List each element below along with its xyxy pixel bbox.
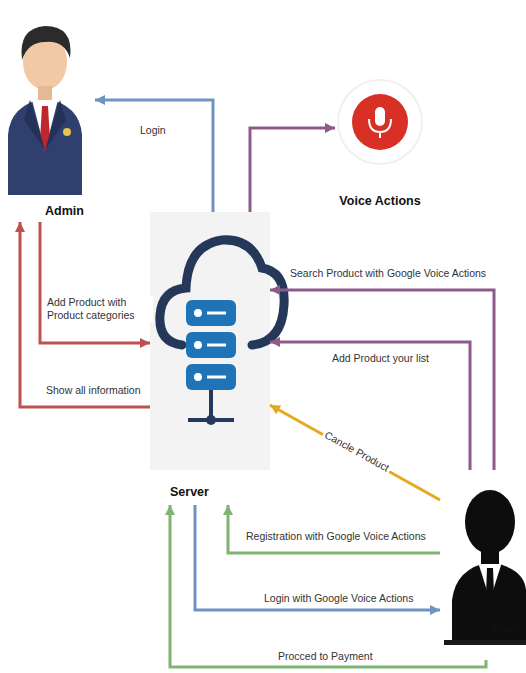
connector [250, 128, 335, 212]
edge-label: Procced to Payment [276, 650, 375, 663]
actor-node: User [440, 470, 526, 660]
edge-label: Cancle Product [321, 428, 394, 476]
arrow-head [165, 505, 175, 515]
connector [270, 405, 440, 500]
edge-label: Login [138, 124, 168, 137]
microphone-icon [338, 80, 422, 164]
arrow-head [223, 505, 233, 515]
edge-label: Add Product your list [330, 352, 431, 365]
node-label: Server [170, 485, 209, 499]
actor-node: Admin [5, 10, 95, 222]
node-label: User [492, 622, 520, 636]
server-cloud-icon [150, 212, 284, 470]
actor-node: Server [150, 212, 270, 505]
connector [228, 505, 440, 553]
arrow-head [430, 605, 440, 615]
connector [195, 505, 440, 610]
node-label: Voice Actions [339, 194, 420, 208]
user-figure [444, 490, 526, 645]
arrow-head [15, 222, 25, 232]
edge-label: Registration with Google Voice Actions [244, 530, 428, 543]
edge-label: Search Product with Google Voice Actions [288, 267, 488, 280]
connector [40, 222, 150, 343]
edge-label: Add Product with Product categories [45, 296, 153, 322]
arrow-head [95, 95, 105, 105]
arrow-head [270, 337, 280, 347]
arrow-head [270, 285, 280, 295]
connector [270, 290, 494, 470]
arrow-head [325, 123, 335, 133]
edge-label: Show all information [44, 384, 143, 397]
admin-figure [8, 26, 82, 195]
edge-label: Login with Google Voice Actions [262, 592, 415, 605]
actor-node: Voice Actions [335, 78, 425, 210]
node-label: Admin [45, 204, 84, 218]
connector [170, 505, 486, 667]
arrow-head [140, 338, 150, 348]
arrow-head [270, 405, 281, 414]
connector [95, 100, 213, 212]
